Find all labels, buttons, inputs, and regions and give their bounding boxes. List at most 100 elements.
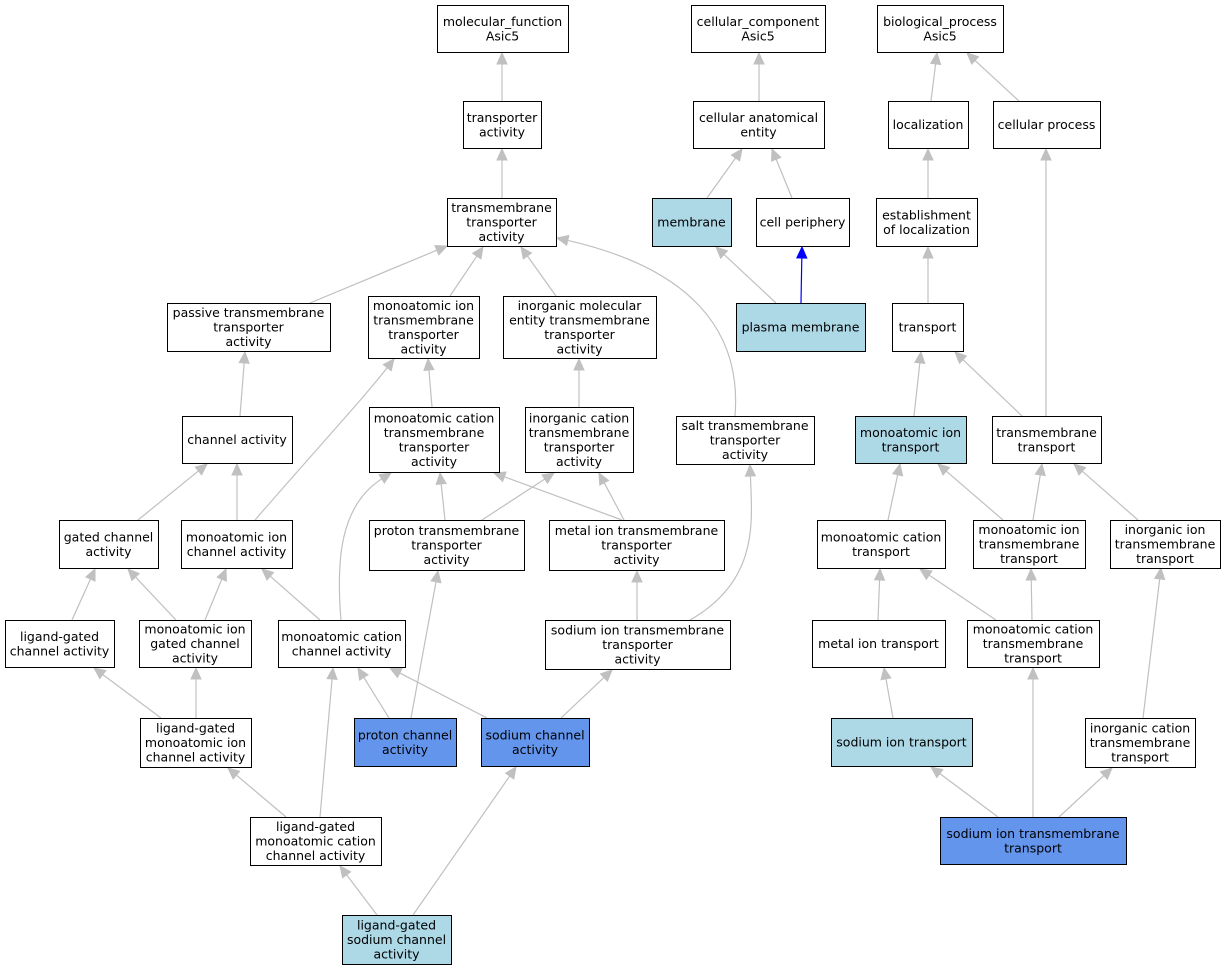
node-label-line: activity <box>722 447 769 462</box>
node-mono-cation-tm-transporter[interactable]: monoatomic cationtransmembranetransporte… <box>369 407 500 473</box>
node-box <box>549 520 725 571</box>
edge-arrowhead <box>261 568 275 581</box>
edges-layer <box>71 51 1166 916</box>
node-label-line: activity <box>556 454 603 469</box>
node-label-line: molecular_function <box>443 14 562 29</box>
edge-line <box>927 574 997 621</box>
edge-line <box>440 482 446 521</box>
edge-line <box>410 580 437 719</box>
edge-arrowhead <box>715 246 729 260</box>
edge-line <box>775 158 793 199</box>
node-label-line: activity <box>423 552 470 567</box>
edge-sodium_ion_transport-to-metal_ion_transport <box>880 666 894 719</box>
edge-arrowhead <box>914 350 926 365</box>
edge-arrowhead <box>496 147 508 161</box>
node-label-line: ligand-gated <box>156 721 235 736</box>
node-label-line: passive transmembrane <box>173 305 325 320</box>
edge-mono_cation_tm_transporter-to-mono_ion_tm_transporter <box>423 357 435 408</box>
node-label-line: entity <box>740 124 777 139</box>
node-label-line: channel activity <box>146 750 246 765</box>
node-label-line: sodium channel <box>485 727 584 742</box>
edge-sodium_ion_tm_transporter-to-metal_ion_tm_transporter <box>631 569 643 620</box>
edge-salt_tm_transporter-to-tm_transporter_activity <box>555 234 737 417</box>
edge-line <box>887 473 899 521</box>
node-label-line: ligand-gated <box>357 918 436 933</box>
edge-sodium_ion_tm_transport-to-inorg_cation_tm_transport <box>1058 767 1113 818</box>
node-label-line: channel activity <box>292 643 392 658</box>
node-label-line: inorganic cation <box>1090 721 1190 736</box>
edge-arrowhead <box>492 471 507 483</box>
node-metal-ion-tm-transporter[interactable]: metal ion transmembranetransporteractivi… <box>549 520 725 571</box>
node-mono-ion-tm-transporter[interactable]: monoatomic iontransmembranetransporterac… <box>368 296 480 359</box>
edge-arrowhead <box>1073 463 1087 476</box>
edge-arrowhead <box>216 567 227 582</box>
node-label-line: inorganic ion <box>1125 522 1206 537</box>
node-label-line: transport <box>1136 551 1194 566</box>
node-localization[interactable]: localization <box>888 101 969 149</box>
node-membrane[interactable]: membrane <box>652 198 732 247</box>
node-label-line: sodium channel <box>347 932 446 947</box>
node-transport[interactable]: transport <box>892 303 964 352</box>
edge-line <box>1032 473 1042 521</box>
node-label-line: monoatomic ion <box>978 522 1079 537</box>
node-inorg-cation-tm-transporter[interactable]: inorganic cationtransmembranetransporter… <box>525 407 634 473</box>
edge-arrowhead <box>496 51 508 65</box>
edge-passive_tm_transporter-to-tm_transporter_activity <box>309 245 449 304</box>
node-label-line: transmembrane <box>996 425 1097 440</box>
node-label-line: inorganic molecular <box>518 298 643 313</box>
edge-arrowhead <box>930 766 944 779</box>
node-cell-periphery[interactable]: cell periphery <box>756 198 850 247</box>
edge-transporter_activity-to-mf_root <box>496 51 508 101</box>
node-box <box>463 101 542 149</box>
node-plasma-membrane[interactable]: plasma membrane <box>736 303 866 352</box>
node-channel-activity[interactable]: channel activity <box>182 416 293 464</box>
node-sodium-ion-tm-transporter[interactable]: sodium ion transmembranetransporteractiv… <box>545 620 731 670</box>
edge-arrowhead <box>753 51 765 65</box>
node-label-line: gated channel <box>150 636 240 651</box>
node-box <box>369 520 525 571</box>
edge-arrowhead <box>1099 767 1113 781</box>
edge-mono_cation_channel-to-mono_cation_tm_transporter <box>338 472 393 621</box>
node-label-line: proton channel <box>358 727 452 742</box>
edge-metal_ion_tm_transporter-to-mono_cation_tm_transporter <box>492 471 623 521</box>
edge-line <box>560 676 606 719</box>
node-box <box>812 620 946 668</box>
edge-mono_cation_channel-to-mono_ion_channel <box>261 568 321 621</box>
node-sodium-ion-transport[interactable]: sodium ion transport <box>831 718 973 767</box>
node-cellular-process[interactable]: cellular process <box>993 101 1101 149</box>
node-label-line: activity <box>614 652 661 667</box>
node-label-line: activity <box>373 947 420 962</box>
node-label-line: monoatomic cation <box>973 622 1094 637</box>
node-metal-ion-transport[interactable]: metal ion transport <box>812 620 946 668</box>
